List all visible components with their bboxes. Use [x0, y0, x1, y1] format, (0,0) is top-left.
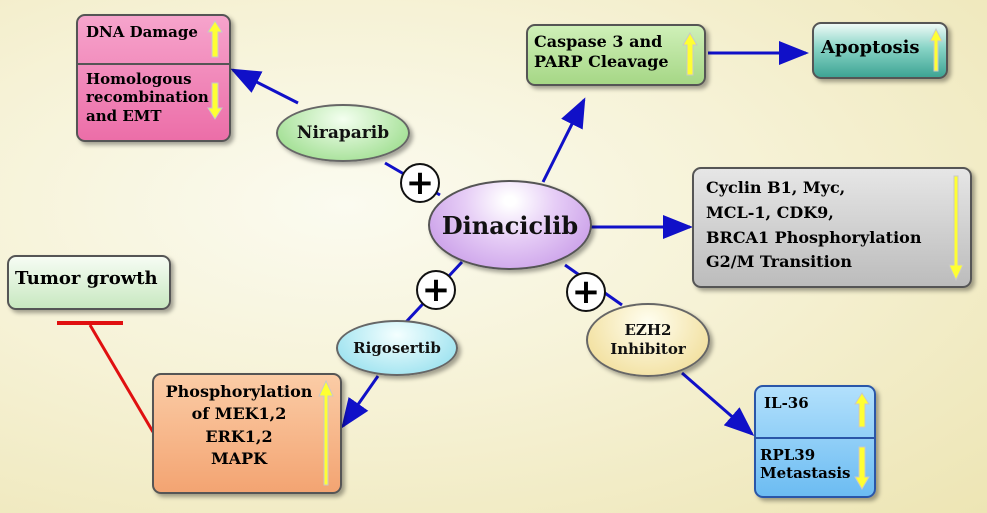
- niraparib-label: Niraparib: [296, 123, 390, 143]
- homologous-line-2: recombination: [86, 88, 209, 107]
- arrow-rigosertib-to-phosphorylation: [341, 375, 380, 429]
- up-arrow-icon-il36: [854, 392, 870, 428]
- phosphorylation-line-2: of MEK1,2: [191, 404, 287, 424]
- cyclin-box: [692, 167, 972, 288]
- ezh2-oval: EZH2 Inhibitor: [586, 303, 710, 377]
- il36-label: IL-36: [764, 394, 809, 412]
- phosphorylation-line-4: MAPK: [210, 449, 268, 469]
- phosphorylation-line-3: ERK1,2: [205, 426, 273, 446]
- inhibit-line-phosphorylation-to-tumor: [88, 324, 155, 433]
- down-arrow-icon-cyclin: [948, 175, 964, 281]
- tumor-growth-box: [7, 255, 171, 310]
- up-arrow-icon-dna-damage: [207, 20, 223, 58]
- homologous-line-1: Homologous: [86, 70, 192, 88]
- rpl39-label: RPL39 Metastasis: [760, 446, 850, 483]
- rpl39-line-1: RPL39: [760, 446, 816, 464]
- caspase-line-1: Caspase 3 and: [534, 32, 663, 51]
- cyclin-line-2: MCL-1, CDK9,: [706, 202, 834, 222]
- plus-circle-icon-niraparib: +: [400, 163, 440, 203]
- cyclin-line-1: Cyclin B1, Myc,: [706, 178, 846, 197]
- dinaciclib-oval: Dinaciclib: [428, 180, 592, 270]
- apoptosis-label: Apoptosis: [821, 37, 920, 58]
- cyclin-line-4: G2/M Transition: [706, 252, 852, 272]
- niraparib-oval: Niraparib: [276, 104, 410, 162]
- phosphorylation-line-1: Phosphorylation: [165, 382, 313, 401]
- down-arrow-icon-homologous: [207, 82, 223, 120]
- rigosertib-label: Rigosertib: [353, 339, 441, 357]
- il36-divider: [756, 437, 874, 439]
- caspase-label: Caspase 3 and PARP Cleavage: [534, 32, 669, 71]
- plus-circle-icon-ezh2: +: [566, 272, 606, 312]
- cyclin-line-3: BRCA1 Phosphorylation: [706, 227, 922, 247]
- rigosertib-oval: Rigosertib: [336, 320, 458, 376]
- homologous-line-3: and EMT: [86, 106, 162, 125]
- dna-damage-divider: [78, 63, 229, 65]
- dna-damage-box: [76, 14, 231, 142]
- caspase-box: [526, 24, 706, 86]
- phosphorylation-box: [152, 373, 342, 494]
- arrow-ezh2-to-il36: [681, 371, 755, 436]
- tumor-growth-label: Tumor growth: [15, 268, 158, 289]
- homologous-label: Homologous recombination and EMT: [86, 70, 209, 125]
- up-arrow-icon-caspase: [682, 32, 698, 76]
- phosphorylation-label: Phosphorylation of MEK1,2 ERK1,2 MAPK: [160, 381, 318, 471]
- dna-damage-label: DNA Damage: [86, 23, 198, 41]
- plus-circle-icon-rigosertib: +: [416, 270, 456, 310]
- up-arrow-icon-phosphorylation: [318, 380, 334, 486]
- down-arrow-icon-rpl39: [854, 446, 870, 490]
- caspase-line-2: PARP Cleavage: [534, 51, 669, 71]
- apoptosis-box: [812, 22, 948, 79]
- up-arrow-icon-apoptosis: [929, 28, 943, 72]
- ezh2-line-2: Inhibitor: [610, 340, 686, 358]
- arrow-niraparib-to-dna-damage: [230, 68, 299, 105]
- dinaciclib-label: Dinaciclib: [441, 210, 579, 240]
- rpl39-line-2: Metastasis: [760, 464, 851, 483]
- cyclin-label: Cyclin B1, Myc, MCL-1, CDK9, BRCA1 Phosp…: [706, 176, 921, 275]
- ezh2-line-1: EZH2: [624, 320, 672, 339]
- arrow-dinaciclib-to-caspase: [541, 97, 586, 183]
